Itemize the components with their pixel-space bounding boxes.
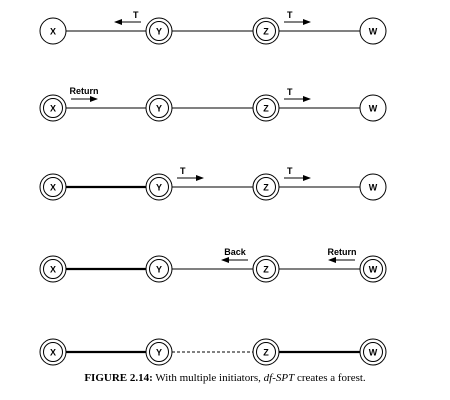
message-t: T <box>114 10 141 25</box>
node-w: W <box>359 173 387 201</box>
message-return: Return <box>328 247 357 263</box>
node-label: X <box>50 104 56 114</box>
node-y: Y <box>145 94 173 122</box>
node-label: Y <box>156 104 162 114</box>
node-inner-circle <box>149 98 169 118</box>
message-label: Return <box>70 86 99 96</box>
node-z: Z <box>252 338 280 366</box>
node-inner-circle <box>256 98 276 118</box>
node-x: X <box>39 338 67 366</box>
node-z: Z <box>252 94 280 122</box>
message-label: T <box>287 10 293 20</box>
message-label: Return <box>328 247 357 257</box>
node-label: X <box>50 265 56 275</box>
node-inner-circle <box>256 177 276 197</box>
message-label: T <box>180 166 186 176</box>
node-inner-circle <box>363 342 383 362</box>
node-inner-circle <box>43 342 63 362</box>
node-label: X <box>50 183 56 193</box>
diagram-row: X Y Z W Return T <box>39 86 387 122</box>
message-t: T <box>284 10 311 25</box>
diagram-row: X Y Z W T T <box>39 166 387 201</box>
node-z: Z <box>252 173 280 201</box>
node-inner-circle <box>363 259 383 279</box>
message-label: T <box>287 87 293 97</box>
node-w: W <box>359 94 387 122</box>
node-w: W <box>359 17 387 45</box>
node-label: Y <box>156 27 162 37</box>
node-x: X <box>39 17 67 45</box>
node-label: W <box>369 104 378 114</box>
node-label: Z <box>263 265 269 275</box>
algorithm-name: df-SPT <box>263 372 295 384</box>
node-z: Z <box>252 255 280 283</box>
node-label: Y <box>156 348 162 358</box>
node-circle <box>359 173 387 201</box>
node-label: Z <box>263 348 269 358</box>
node-x: X <box>39 255 67 283</box>
message-return: Return <box>70 86 99 102</box>
figure-label: FIGURE 2.14: <box>84 372 153 384</box>
node-x: X <box>39 173 67 201</box>
message-t: T <box>284 87 311 102</box>
node-circle <box>359 94 387 122</box>
message-label: T <box>133 10 139 20</box>
node-label: W <box>369 265 378 275</box>
node-w: W <box>359 338 387 366</box>
node-inner-circle <box>149 259 169 279</box>
node-circle <box>39 17 67 45</box>
node-inner-circle <box>256 259 276 279</box>
node-label: Z <box>263 27 269 37</box>
node-y: Y <box>145 17 173 45</box>
node-inner-circle <box>256 342 276 362</box>
message-back: Back <box>221 247 248 263</box>
node-inner-circle <box>256 21 276 41</box>
diagram-row: X Y Z W T T <box>39 10 387 45</box>
node-label: X <box>50 348 56 358</box>
message-t: T <box>177 166 204 181</box>
node-label: W <box>369 183 378 193</box>
node-y: Y <box>145 338 173 366</box>
figure-caption: FIGURE 2.14: With multiple initiators, d… <box>0 372 450 384</box>
diagram-row: X Y Z W Back Return <box>39 247 387 283</box>
node-inner-circle <box>43 177 63 197</box>
node-inner-circle <box>149 21 169 41</box>
message-label: T <box>287 166 293 176</box>
node-inner-circle <box>149 177 169 197</box>
node-x: X <box>39 94 67 122</box>
node-z: Z <box>252 17 280 45</box>
node-label: Z <box>263 183 269 193</box>
node-label: X <box>50 27 56 37</box>
node-label: Y <box>156 265 162 275</box>
node-label: W <box>369 27 378 37</box>
node-inner-circle <box>149 342 169 362</box>
message-label: Back <box>224 247 247 257</box>
node-circle <box>359 17 387 45</box>
node-label: Y <box>156 183 162 193</box>
node-label: Z <box>263 104 269 114</box>
node-y: Y <box>145 173 173 201</box>
caption-text-before: With multiple initiators, <box>152 372 264 384</box>
message-t: T <box>284 166 311 181</box>
caption-text-after: creates a forest. <box>294 372 366 384</box>
node-w: W <box>359 255 387 283</box>
node-inner-circle <box>43 259 63 279</box>
node-y: Y <box>145 255 173 283</box>
node-label: W <box>369 348 378 358</box>
node-inner-circle <box>43 98 63 118</box>
